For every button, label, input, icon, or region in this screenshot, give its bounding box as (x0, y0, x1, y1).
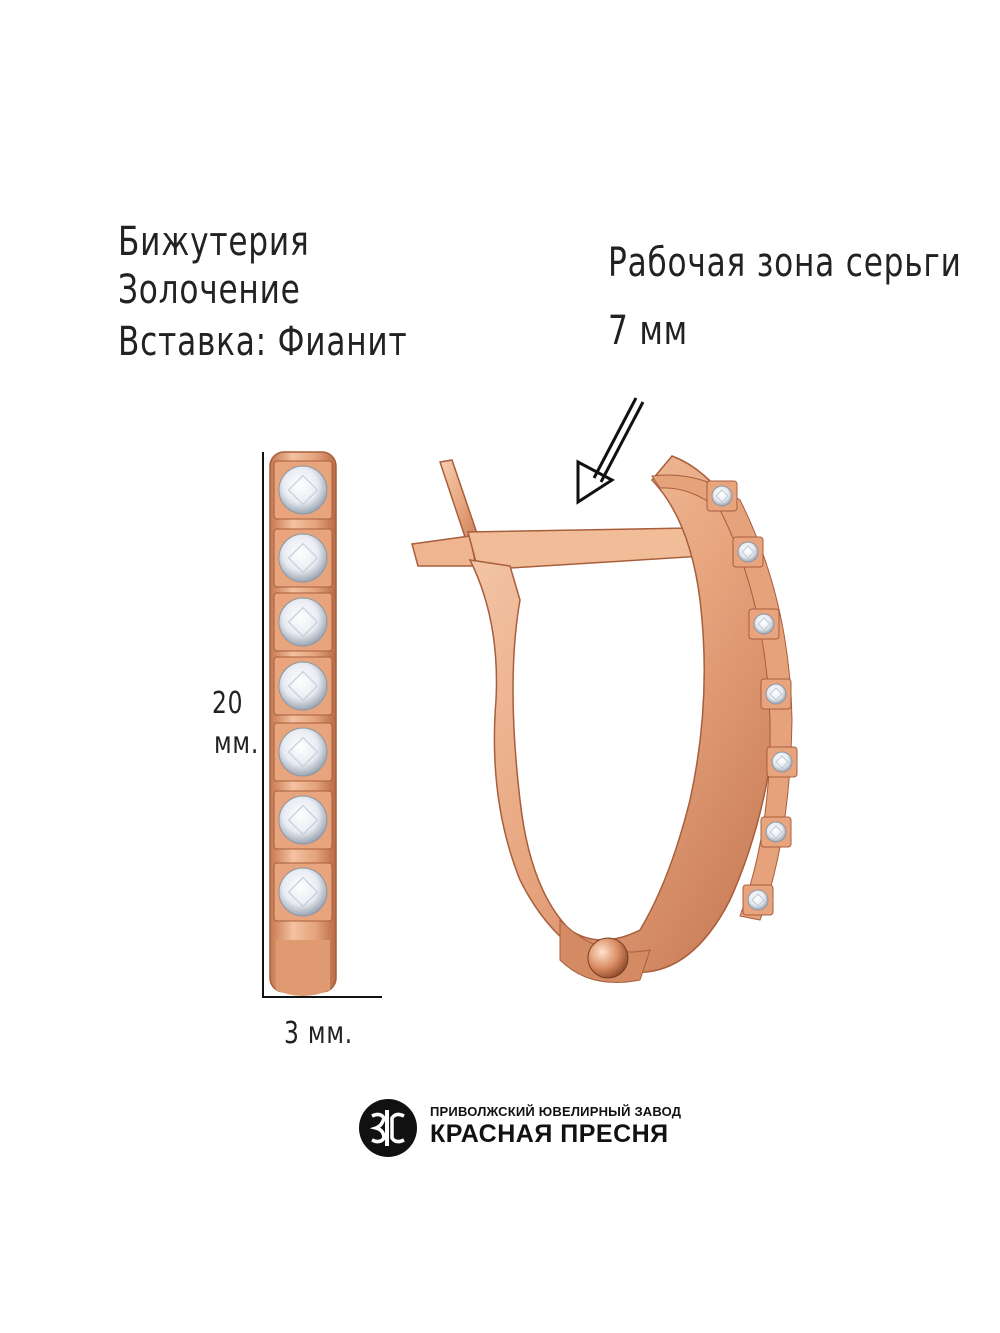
spec-coating: Золочение (118, 267, 301, 313)
front-stone (278, 727, 328, 777)
work-zone-title: Рабочая зона серьги (608, 240, 962, 286)
front-stone (278, 867, 328, 917)
side-stone-facet (751, 893, 765, 907)
work-zone-value: 7 мм (608, 308, 688, 354)
side-stone-facet (775, 755, 789, 769)
front-stone-facet (287, 474, 319, 506)
side-stone (737, 541, 759, 563)
width-label: 3 мм. (284, 1016, 353, 1051)
width-dimension-line (262, 996, 382, 998)
front-stone-facet (287, 804, 319, 836)
earring-front-view (269, 451, 337, 996)
side-stone (747, 889, 769, 911)
brand-logo: ПРИВОЛЖСКИЙ ЮВЕЛИРНЫЙ ЗАВОД КРАСНАЯ ПРЕС… (358, 1098, 688, 1158)
front-stone-facet (287, 542, 319, 574)
front-stone-facet (287, 876, 319, 908)
front-stone-facet (287, 606, 319, 638)
front-stone (278, 661, 328, 711)
side-stone-facet (769, 687, 783, 701)
side-stone-facet (757, 617, 771, 631)
front-stone (278, 465, 328, 515)
brand-emblem-icon (359, 1099, 417, 1157)
side-stone-facet (715, 489, 729, 503)
front-stone-facet (287, 670, 319, 702)
front-stone (278, 795, 328, 845)
spec-insert: Вставка: Фианит (118, 319, 408, 365)
side-stone (753, 613, 775, 635)
side-stone-facet (769, 825, 783, 839)
arrow-icon (576, 397, 645, 505)
side-stone (711, 485, 733, 507)
spec-type: Бижутерия (118, 219, 310, 265)
front-stone (278, 597, 328, 647)
side-stone-facet (741, 545, 755, 559)
front-stone (278, 533, 328, 583)
front-stone-facet (287, 736, 319, 768)
side-stone (765, 683, 787, 705)
brand-name: КРАСНАЯ ПРЕСНЯ (430, 1120, 669, 1148)
side-stone (765, 821, 787, 843)
brand-subtitle: ПРИВОЛЖСКИЙ ЮВЕЛИРНЫЙ ЗАВОД (430, 1104, 682, 1119)
side-stone (771, 751, 793, 773)
height-value: 20 (212, 686, 244, 721)
height-unit: мм. (214, 726, 260, 761)
height-dimension-line (262, 452, 264, 997)
earring-side-view (411, 455, 798, 983)
